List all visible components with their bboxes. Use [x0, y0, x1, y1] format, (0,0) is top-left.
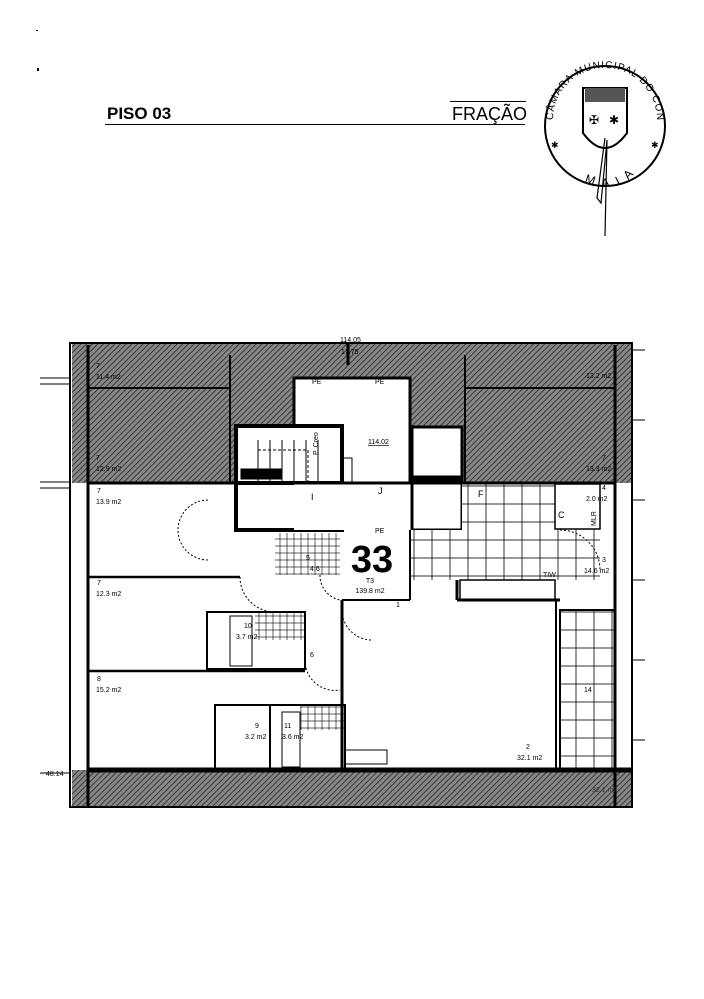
- label-f: F: [478, 489, 484, 499]
- room-num: 6: [310, 652, 314, 659]
- room-num: 8: [97, 676, 101, 683]
- room-num: 7: [97, 488, 101, 495]
- star-symbol: ✱: [651, 140, 659, 150]
- room-area: 4.6: [310, 566, 320, 573]
- room-labels: 7 11.4 m2 13.2 m2 7 12.9 m2 7 13.3 m2 7 …: [96, 363, 617, 794]
- star-symbol: ✱: [551, 140, 559, 150]
- corridor-overlay: [294, 483, 410, 530]
- label-pe: PE: [312, 379, 322, 386]
- room-area: 12.9 m2: [96, 466, 121, 473]
- cross-symbol: ✠: [589, 113, 599, 127]
- room-area: 13.9 m2: [96, 499, 121, 506]
- room-area: 3.7 m2: [236, 634, 258, 641]
- room-num: 10: [244, 623, 252, 630]
- kitchen-tiles: [410, 530, 462, 580]
- elevator-2-overlay: [410, 478, 464, 532]
- scan-mark: [36, 30, 38, 31]
- unit-area: 139.8 m2: [355, 588, 384, 595]
- room-area: 2.0 m2: [586, 496, 608, 503]
- unit-number-box: [345, 533, 407, 578]
- unit-type: T3: [366, 578, 374, 585]
- star-symbol: ✱: [609, 113, 619, 127]
- room-area: 15.2 m2: [96, 687, 121, 694]
- label-c: C: [558, 510, 565, 520]
- room-area: 11.4 m2: [96, 374, 121, 381]
- level-top-a: 114.05: [340, 337, 361, 344]
- level-core: 114.02: [368, 439, 389, 446]
- header-rule: [105, 124, 525, 125]
- municipal-stamp: CÂMARA MUNICIPAL DO CONCELHO MAIA ✠ ✱ ✱ …: [535, 58, 666, 237]
- walls: [69, 342, 633, 808]
- room-num: 4: [602, 485, 606, 492]
- label-pe: PE: [375, 528, 385, 535]
- room-area: 3.6 m2: [282, 734, 304, 741]
- room-num: 5: [306, 555, 310, 562]
- label-pe: PE: [375, 379, 385, 386]
- room-num: 3: [602, 557, 606, 564]
- room-num: 7: [97, 580, 101, 587]
- header-rule: [450, 101, 526, 102]
- room-area: 13.3 m2: [586, 466, 611, 473]
- room-num: 2: [526, 744, 530, 751]
- unit-title: FRAÇÃO: [452, 104, 528, 124]
- room-area: 32.1 m2: [517, 755, 542, 762]
- label-tiw: TIW: [543, 572, 556, 579]
- label-j: J: [378, 486, 383, 496]
- room-num: 9: [255, 723, 259, 730]
- elevator-1: [410, 425, 464, 479]
- label-p-creo: P. Creo: [313, 432, 320, 455]
- level-top-b: 17.75: [341, 349, 359, 356]
- room-area: 3.2 m2: [245, 734, 267, 741]
- room-area: 13.2 m2: [586, 373, 611, 380]
- wc-tiles: [275, 533, 340, 575]
- room-num: 11: [284, 723, 291, 730]
- room-num: 7: [96, 363, 100, 370]
- room-num: 14: [584, 687, 592, 694]
- room-area: 32.1 m2: [592, 787, 617, 794]
- label-mlr: MLR: [591, 511, 598, 526]
- bath-tiles: [300, 705, 345, 730]
- room-area: 14.6 m2: [584, 568, 609, 575]
- label-i: I: [311, 492, 314, 502]
- floor-title: PISO 03: [107, 104, 172, 123]
- room-num: 7: [602, 455, 606, 462]
- balcony-tiles: [559, 609, 616, 771]
- bath-tiles: [255, 612, 305, 640]
- unit-number: 33: [351, 539, 393, 581]
- exterior-rails: [40, 349, 645, 774]
- label-door-1: 1: [396, 602, 400, 609]
- scan-mark: [37, 68, 39, 71]
- room-num: 7: [96, 455, 100, 462]
- room-area: 12.3 m2: [96, 591, 121, 598]
- level-left: 48.14: [46, 771, 64, 778]
